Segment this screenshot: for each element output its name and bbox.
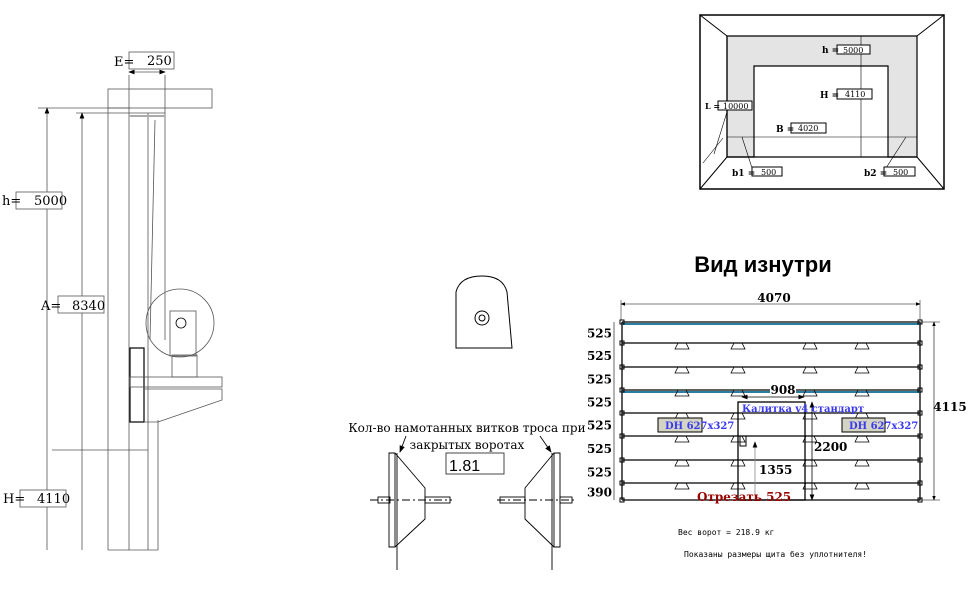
wicket-height: 2200 <box>814 440 847 454</box>
bracket-icon <box>455 275 513 349</box>
panel-height: 525 <box>587 373 612 387</box>
hinge-bracket <box>730 459 746 467</box>
hinge-bracket <box>730 366 746 374</box>
dim-a-label: A= <box>40 299 61 314</box>
scheme-b2-value: 500 <box>893 168 908 177</box>
scheme-h-label: h = <box>822 46 839 56</box>
handle-height: 1355 <box>759 463 792 477</box>
side-view-dims: E= 250 h= 5000 A= 8340 H= 4110 <box>2 51 175 508</box>
dim-h-value: 5000 <box>34 194 67 209</box>
scheme-hh-label: H = <box>820 91 839 101</box>
hinge-bracket <box>802 366 818 374</box>
panel-height: 525 <box>587 396 612 410</box>
hinge <box>917 457 923 463</box>
hinge <box>619 364 625 370</box>
hinge-bracket <box>674 482 690 490</box>
scheme-h-value: 5000 <box>843 46 863 55</box>
window-left: DH 627x327 <box>665 421 734 432</box>
hinge-bracket <box>674 342 690 350</box>
gate-dims: 4070 4115 525 525 525 525 525 525 525 390 908 К… <box>587 291 967 504</box>
opening-scheme-dims: h = 5000 H = 4110 L = 10000 B = 4020 b1 … <box>705 44 916 179</box>
gate-notes: Вес ворот = 218.9 кг Показаны размеры щи… <box>678 528 867 559</box>
hinge-bracket <box>854 342 870 350</box>
panel-height: 525 <box>587 349 612 363</box>
drum-caption: Кол-во намотанных витков троса при закры… <box>348 421 585 475</box>
hinge <box>917 497 923 503</box>
hinge <box>619 319 625 325</box>
drum-caption-line2: закрытых воротах <box>410 438 525 452</box>
hinge-bracket <box>730 342 746 350</box>
hinge-bracket <box>854 389 870 397</box>
hinge-bracket <box>730 412 746 420</box>
side-view <box>38 69 223 551</box>
drum-caption-line1: Кол-во намотанных витков троса при <box>348 421 585 435</box>
hinge-bracket <box>674 435 690 443</box>
hinge-bracket <box>854 482 870 490</box>
wicket-label: Калитка v4 стандарт <box>742 404 864 415</box>
scheme-l-label: L = <box>705 101 720 111</box>
hinge <box>619 497 625 503</box>
window-right: DH 627x327 <box>849 421 918 432</box>
hinge-bracket <box>854 435 870 443</box>
gate-note: Показаны размеры щита без уплотнителя! <box>684 549 867 559</box>
gate-height: 4115 <box>933 400 966 414</box>
scheme-b1-value: 500 <box>761 168 776 177</box>
hinge <box>917 480 923 486</box>
hinge <box>917 410 923 416</box>
hinge-bracket <box>802 342 818 350</box>
hinge <box>619 387 625 393</box>
hinge <box>917 319 923 325</box>
scheme-b2-label: b2 = <box>864 169 887 179</box>
hinge <box>619 433 625 439</box>
dim-h-label: h= <box>2 194 21 209</box>
opening-scheme <box>699 14 945 190</box>
panel-height: 525 <box>587 419 612 433</box>
gate-weight: Вес ворот = 218.9 кг <box>678 528 774 537</box>
dim-e-label: E= <box>114 55 134 70</box>
scheme-b-value: 4020 <box>798 124 818 133</box>
hinge <box>619 340 625 346</box>
hinge-bracket <box>730 482 746 490</box>
dim-e-value: 250 <box>147 54 172 69</box>
hinge <box>917 433 923 439</box>
hinge-bracket <box>854 459 870 467</box>
hinge <box>619 457 625 463</box>
hinge <box>917 364 923 370</box>
hinge <box>917 387 923 393</box>
cable-drums <box>370 435 577 570</box>
scheme-b-label: B = <box>776 125 794 135</box>
scheme-l-value: 10000 <box>723 102 748 111</box>
wicket-width: 908 <box>770 383 795 397</box>
hinge-bracket <box>854 366 870 374</box>
inside-view-title: Вид изнутри <box>694 252 831 277</box>
panel-height: 390 <box>587 486 612 500</box>
panel-height: 525 <box>587 442 612 456</box>
turns-value: 1.81 <box>449 458 480 475</box>
hinge <box>619 480 625 486</box>
hinge-bracket <box>730 389 746 397</box>
gate-width: 4070 <box>757 291 790 305</box>
hinge-bracket <box>674 366 690 374</box>
hinge-bracket <box>674 389 690 397</box>
panel-height: 525 <box>587 327 612 341</box>
panel-height: 525 <box>587 466 612 480</box>
hinge <box>619 410 625 416</box>
hinge-bracket <box>802 389 818 397</box>
hinge-bracket <box>674 459 690 467</box>
scheme-hh-value: 4110 <box>845 90 865 99</box>
gate-panels <box>613 300 940 503</box>
cut-label: Отрезать 525 <box>697 490 791 504</box>
hinge <box>917 340 923 346</box>
scheme-b1-label: b1 = <box>732 169 755 179</box>
dim-a-value: 8340 <box>72 299 105 314</box>
dim-hh-value: 4110 <box>37 492 70 507</box>
dim-hh-label: H= <box>3 492 25 507</box>
